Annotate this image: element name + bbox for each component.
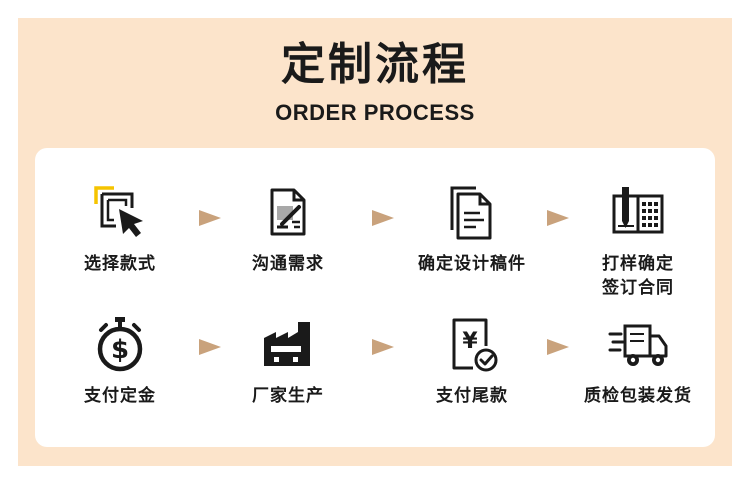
arrow-right-icon [547, 339, 569, 355]
arrow-right-icon [372, 210, 394, 226]
step-label: 选择款式 [84, 254, 156, 274]
step-select-style: 选择款式 [55, 182, 185, 276]
documents-stack-icon [442, 182, 502, 242]
step-label: 确定设计稿件 [418, 254, 526, 274]
invoice-yuan-check-icon: ¥ [442, 314, 502, 374]
factory-icon [258, 314, 318, 374]
step-label: 打样确定 签订合同 [602, 254, 674, 298]
select-cursor-icon [90, 182, 150, 242]
page-subtitle: ORDER PROCESS [275, 100, 475, 125]
yuan-glyph: ¥ [462, 329, 478, 354]
step-factory-production: 厂家生产 [223, 314, 353, 408]
delivery-truck-icon [608, 314, 668, 374]
step-communicate-needs: 沟通需求 [223, 182, 353, 276]
step-sample-sign-contract: 打样确定 签订合同 [573, 182, 703, 300]
page-title: 定制流程 [281, 39, 469, 90]
step-label: 支付尾款 [436, 386, 508, 406]
step-pay-deposit: $ 支付定金 [55, 314, 185, 408]
step-label: 沟通需求 [252, 254, 324, 274]
arrow-right-icon [372, 339, 394, 355]
arrow-right-icon [199, 339, 221, 355]
arrow-right-icon [547, 210, 569, 226]
arrow-right-icon [199, 210, 221, 226]
step-inspect-pack-ship: 质检包装发货 [573, 314, 703, 408]
process-card [35, 148, 715, 447]
step-label: 质检包装发货 [584, 386, 692, 406]
step-confirm-design: 确定设计稿件 [407, 182, 537, 276]
dollar-glyph: $ [111, 335, 129, 365]
step-label: 支付定金 [84, 386, 156, 406]
document-pen-icon [258, 182, 318, 242]
step-pay-balance: ¥ 支付尾款 [407, 314, 537, 408]
notebook-pen-icon [608, 182, 668, 242]
stopwatch-dollar-icon: $ [90, 314, 150, 374]
step-label: 厂家生产 [252, 386, 324, 406]
